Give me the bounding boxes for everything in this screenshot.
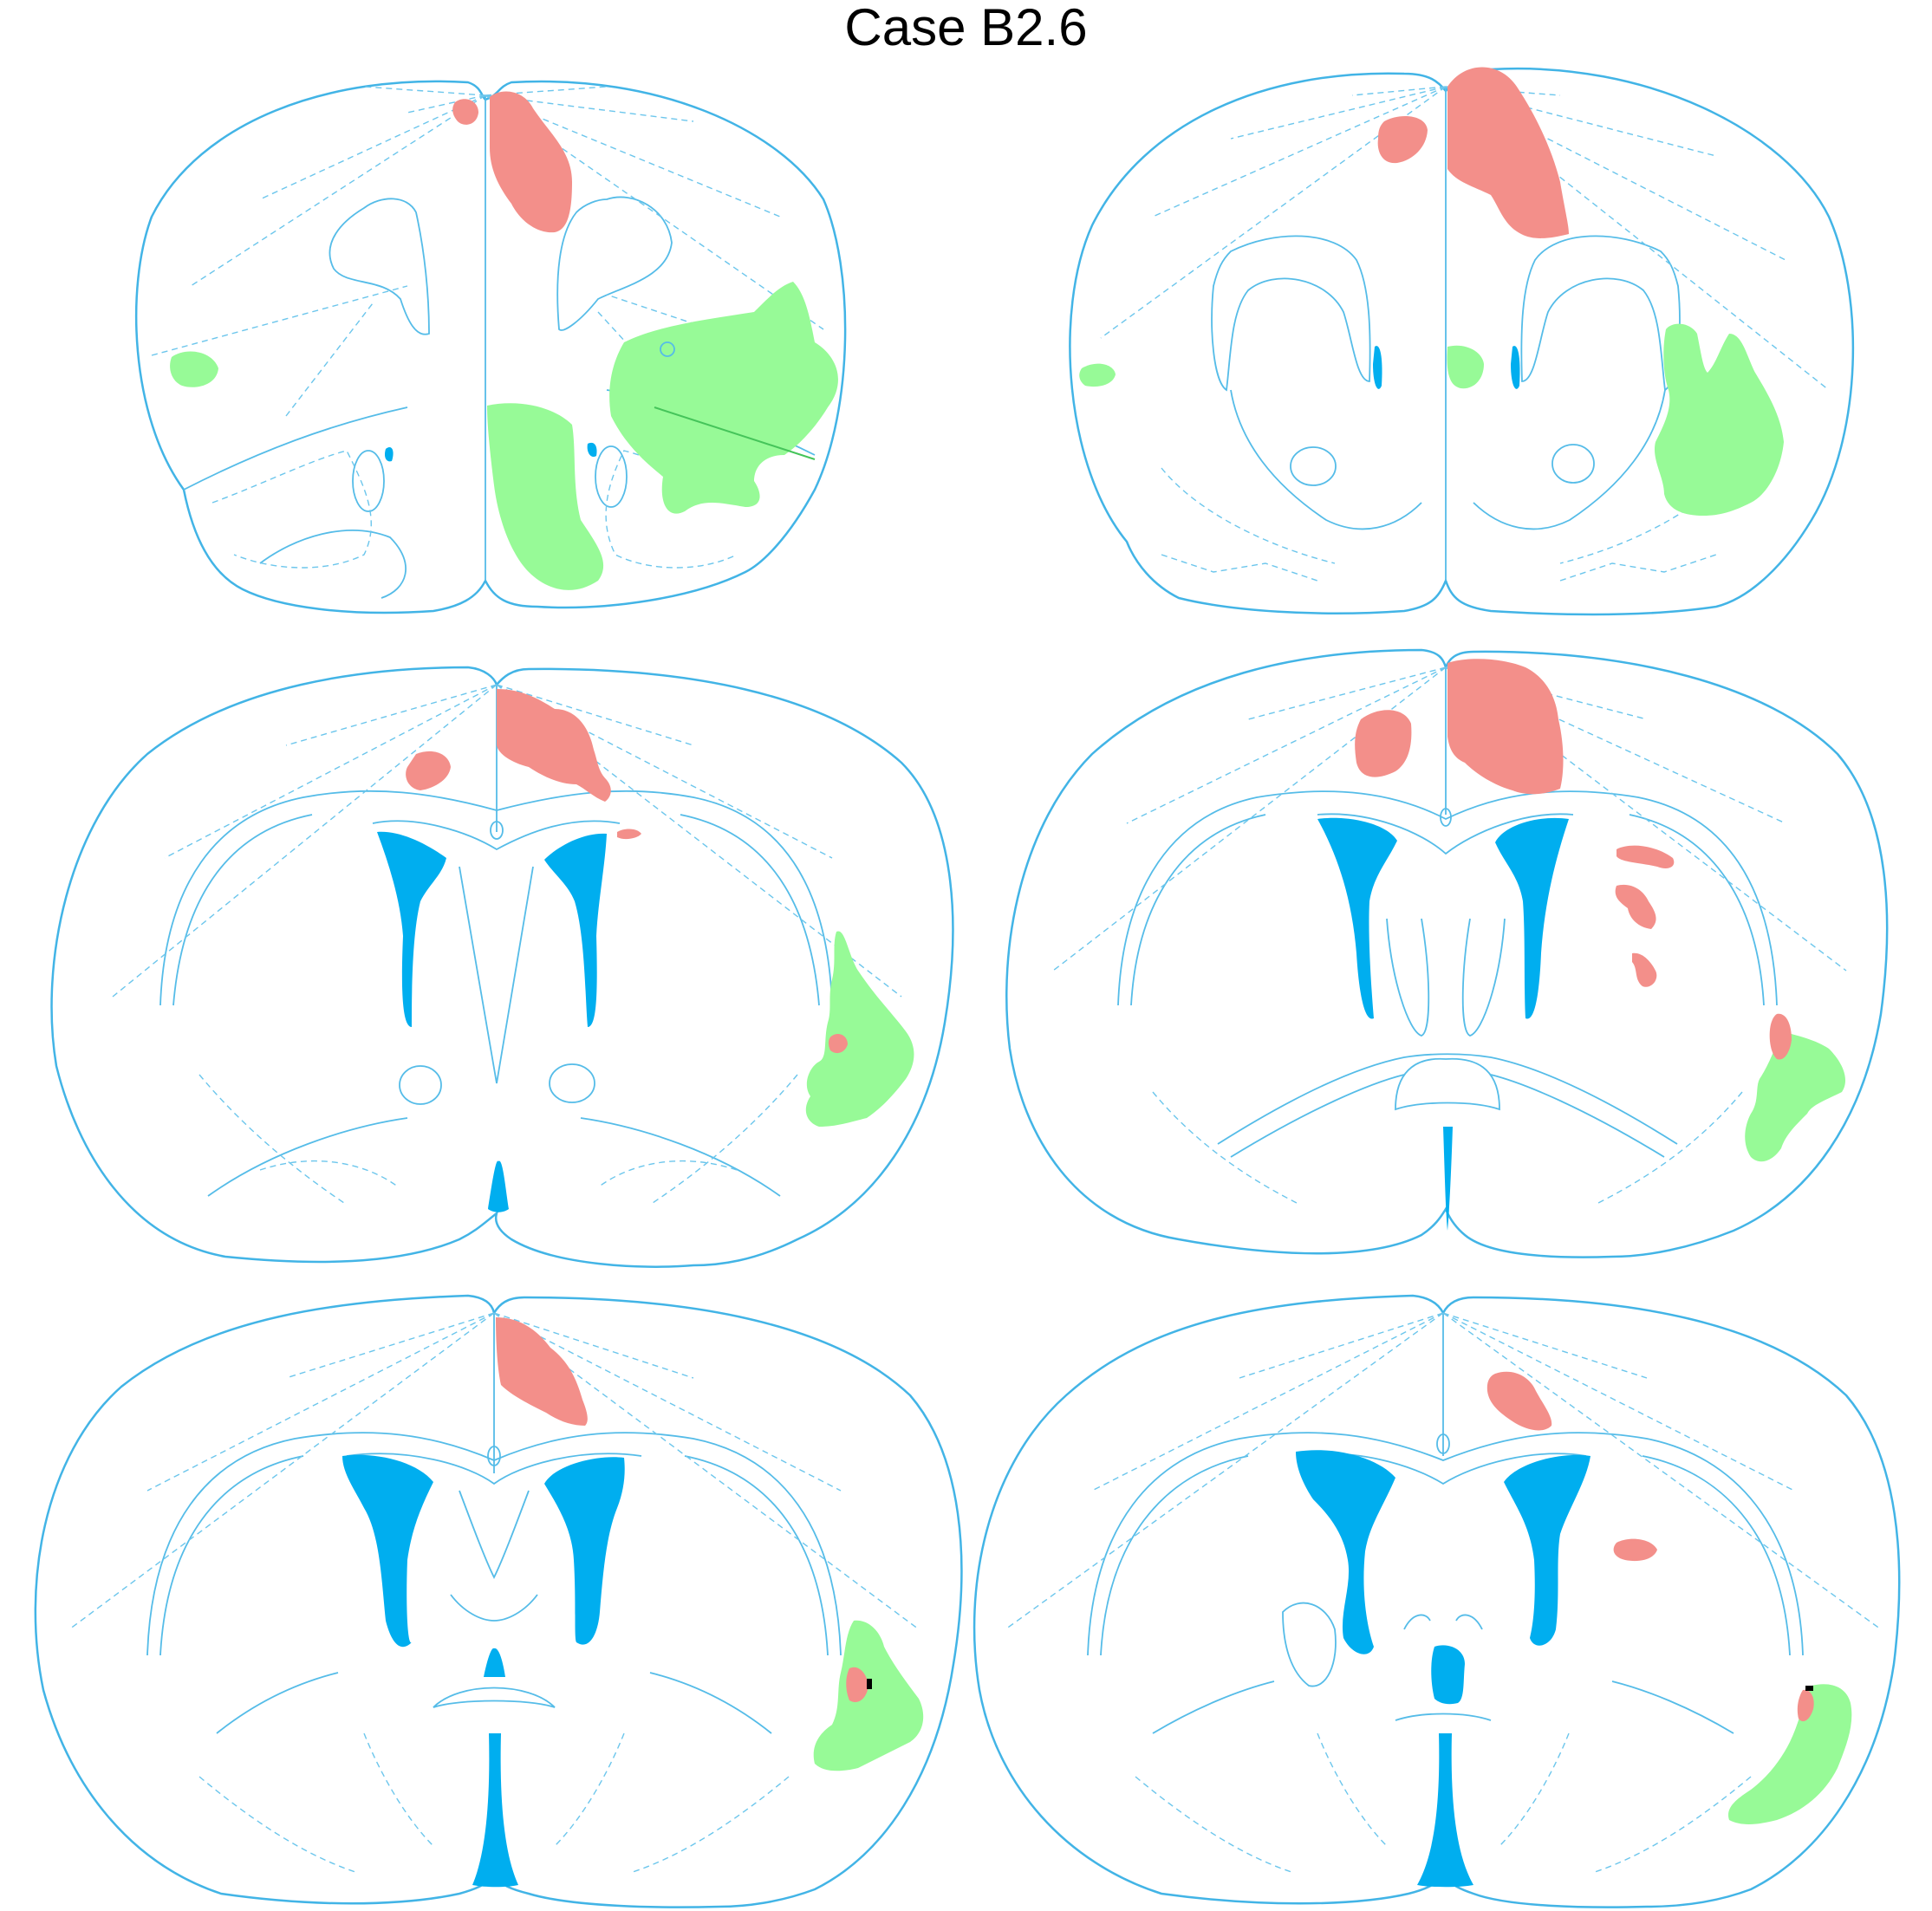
- section-6: [973, 1294, 1901, 1908]
- section-1-outline: [134, 80, 847, 614]
- section-3: [50, 666, 954, 1268]
- section-1-lv-left: [329, 198, 430, 335]
- section-6-ventricle-right: [1504, 1454, 1590, 1646]
- section-1-green-label: [609, 282, 838, 514]
- section-3-ventricle-right: [544, 833, 607, 1027]
- section-1-red-label: [490, 91, 572, 233]
- section-2: [1069, 67, 1855, 616]
- section-3-red-label: [497, 689, 611, 802]
- section-6-outline: [973, 1294, 1901, 1908]
- section-5-red-label: [496, 1317, 588, 1426]
- section-5-outline: [34, 1294, 963, 1908]
- section-3-outline: [50, 666, 954, 1268]
- section-4-outline: [1005, 648, 1889, 1258]
- section-6-green-label: [1728, 1684, 1852, 1824]
- section-5-ventricle-right: [544, 1457, 625, 1645]
- section-3-ventricle-left: [377, 831, 446, 1027]
- figure-title: Case B2.6: [844, 0, 1088, 56]
- section-5-green-label: [813, 1620, 924, 1771]
- section-1: [134, 80, 847, 614]
- section-6-red-label: [1486, 1371, 1552, 1431]
- section-2-outline: [1069, 67, 1855, 616]
- section-4-ventricle-right: [1495, 817, 1569, 1019]
- section-4-green-label: [1745, 1031, 1846, 1162]
- section-5-ventricle-left: [342, 1454, 433, 1648]
- section-4-red-label: [1447, 659, 1564, 795]
- section-5: [34, 1294, 963, 1908]
- section-4-ventricle-left: [1317, 817, 1397, 1019]
- section-3-green-label: [805, 931, 914, 1127]
- section-4: [1005, 648, 1889, 1258]
- section-6-ventricle-left: [1296, 1450, 1395, 1654]
- section-2-red-label: [1447, 67, 1569, 238]
- section-2-green-label: [1654, 323, 1784, 516]
- section-1-lv-right: [556, 196, 673, 331]
